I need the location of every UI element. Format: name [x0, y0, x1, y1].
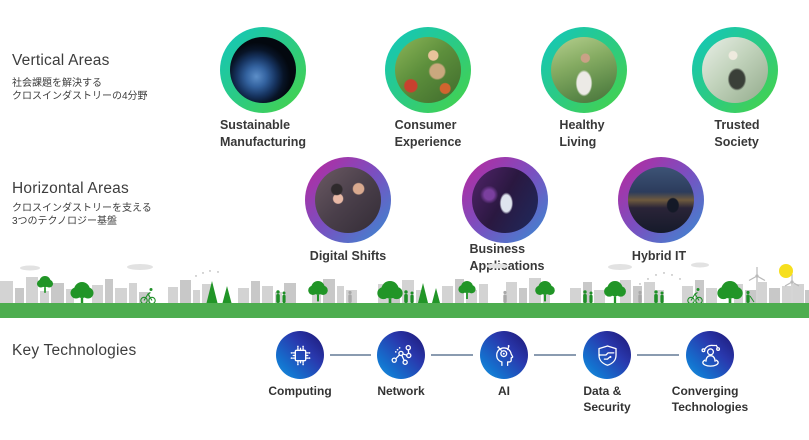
subtitle-line: 社会課題を解決する — [12, 78, 102, 89]
area-circle-hybrid-it — [618, 157, 704, 243]
connector-line — [431, 354, 473, 356]
tech-circle-converging-technologies — [686, 331, 734, 379]
birds — [195, 270, 681, 285]
label-line: Digital Shifts — [309, 249, 387, 263]
label-line: Hybrid IT — [631, 249, 687, 263]
label-line: Living — [559, 134, 597, 149]
label-line: Healthy — [559, 118, 605, 132]
connector-line — [534, 354, 576, 356]
area-circle-sustainable-manufacturing — [220, 27, 306, 113]
label-line: AI — [498, 384, 510, 398]
label-line: Experience — [394, 134, 462, 149]
horizontal-areas-subtitle: クロスインダストリーを支える 3つのテクノロジー基盤 — [12, 202, 152, 228]
woman-arms-outstretched-photo — [551, 37, 617, 103]
father-child-smartphone-photo — [315, 167, 381, 233]
area-circle-healthy-living — [541, 27, 627, 113]
label-line: Network — [377, 384, 425, 398]
engineer-night-city-photo — [628, 167, 694, 233]
area-circle-trusted-society — [692, 27, 778, 113]
label-sustainable-manufacturing: Sustainable Manufacturing — [220, 117, 306, 150]
person-relaxing-outdoors-photo — [702, 37, 768, 103]
label-line: Society — [714, 134, 759, 149]
green-city-skyline-illustration — [0, 262, 809, 318]
label-converging-technologies: Converging Technologies — [672, 384, 748, 415]
label-ai: AI — [498, 384, 510, 400]
label-line: Manufacturing — [219, 134, 307, 149]
connector-line — [330, 354, 371, 356]
shield-circuit-icon — [597, 344, 617, 366]
label-line: Security — [583, 399, 631, 414]
horizontal-areas-title: Horizontal Areas — [12, 180, 129, 197]
label-data-security: Data & Security — [583, 384, 630, 415]
label-line: Computing — [268, 384, 332, 398]
label-line: Converging — [671, 384, 739, 398]
ai-head-icon — [495, 344, 513, 366]
network-nodes-icon — [391, 344, 411, 365]
area-circle-business-applications — [462, 157, 548, 243]
chip-icon — [290, 345, 310, 365]
subtitle-line: 3つのテクノロジー基盤 — [12, 216, 117, 227]
wind-turbines — [748, 267, 800, 303]
label-hybrid-it: Hybrid IT — [632, 248, 686, 265]
vertical-areas-subtitle: 社会課題を解決する クロスインダストリーの4分野 — [12, 77, 148, 103]
label-network: Network — [377, 384, 424, 400]
pedestrians — [276, 290, 755, 303]
label-line: Business — [469, 242, 526, 256]
sun-icon — [779, 264, 793, 278]
label-line: Consumer — [394, 118, 457, 132]
clouds — [20, 262, 709, 271]
label-healthy-living: Healthy Living — [559, 117, 604, 150]
tech-circle-computing — [276, 331, 324, 379]
key-technologies-title: Key Technologies — [12, 342, 137, 359]
tech-circle-data-security — [583, 331, 631, 379]
label-digital-shifts: Digital Shifts — [310, 248, 386, 265]
area-circle-consumer-experience — [385, 27, 471, 113]
trees — [36, 276, 743, 308]
tech-circle-ai — [480, 331, 528, 379]
person-nodes-icon — [700, 344, 720, 367]
subtitle-line: クロスインダストリーの4分野 — [12, 91, 148, 102]
vertical-areas-title: Vertical Areas — [12, 52, 110, 69]
connector-line — [637, 354, 679, 356]
label-line: Data & — [583, 384, 622, 398]
person-interactive-screen-photo — [472, 167, 538, 233]
label-computing: Computing — [268, 384, 331, 400]
subtitle-line: クロスインダストリーを支える — [12, 203, 152, 214]
earth-from-space-photo — [230, 37, 296, 103]
label-trusted-society: Trusted Society — [714, 117, 759, 150]
label-line: Sustainable — [219, 118, 291, 132]
label-line: Trusted — [714, 118, 760, 132]
woman-shopping-market-photo — [395, 37, 461, 103]
label-line: Technologies — [671, 399, 749, 414]
area-circle-digital-shifts — [305, 157, 391, 243]
tech-circle-network — [377, 331, 425, 379]
label-consumer-experience: Consumer Experience — [395, 117, 462, 150]
grass-band — [0, 303, 809, 318]
